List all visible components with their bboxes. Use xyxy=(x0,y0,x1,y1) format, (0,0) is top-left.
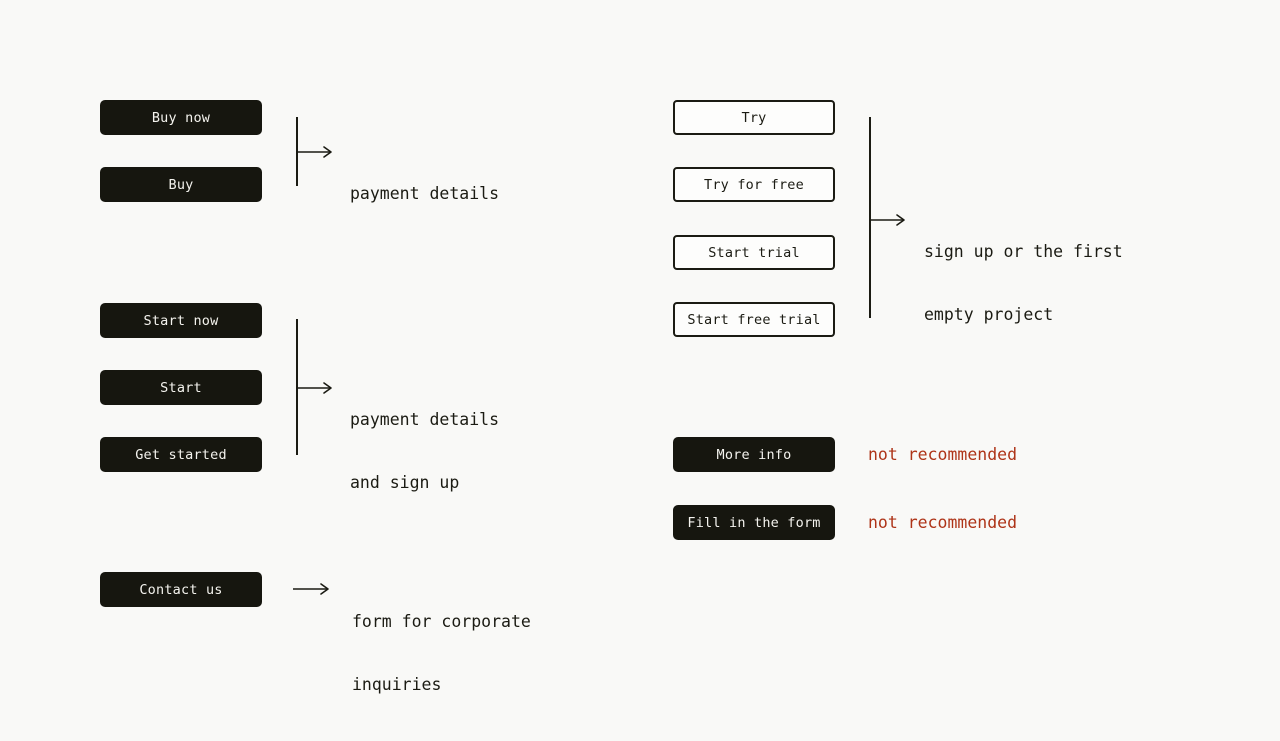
buy-button[interactable]: Buy xyxy=(100,167,262,202)
annotation-line: form for corporate xyxy=(352,612,531,631)
not-recommended-label: not recommended xyxy=(868,513,1018,532)
arrow-right-icon xyxy=(293,583,329,595)
annotation-payment-and-signup: payment details and sign up xyxy=(350,367,499,535)
fill-in-the-form-button[interactable]: Fill in the form xyxy=(673,505,835,540)
try-button[interactable]: Try xyxy=(673,100,835,135)
more-info-button[interactable]: More info xyxy=(673,437,835,472)
arrow-right-icon xyxy=(296,382,332,394)
buy-now-button[interactable]: Buy now xyxy=(100,100,262,135)
bracket-line xyxy=(296,319,298,455)
contact-us-button[interactable]: Contact us xyxy=(100,572,262,607)
start-button[interactable]: Start xyxy=(100,370,262,405)
start-now-button[interactable]: Start now xyxy=(100,303,262,338)
annotation-line: payment details xyxy=(350,410,500,429)
annotation-line: empty project xyxy=(924,305,1054,324)
bracket-line xyxy=(869,117,871,318)
annotation-payment-details: payment details xyxy=(350,141,499,246)
annotation-line: inquiries xyxy=(352,675,442,694)
get-started-button[interactable]: Get started xyxy=(100,437,262,472)
annotation-signup-or-project: sign up or the first empty project xyxy=(924,199,1123,367)
annotation-line: sign up or the first xyxy=(924,242,1123,261)
annotation-line: payment details xyxy=(350,184,500,203)
arrow-right-icon xyxy=(869,214,905,226)
start-free-trial-button[interactable]: Start free trial xyxy=(673,302,835,337)
annotation-line: and sign up xyxy=(350,473,460,492)
start-trial-button[interactable]: Start trial xyxy=(673,235,835,270)
arrow-right-icon xyxy=(296,146,332,158)
not-recommended-label: not recommended xyxy=(868,445,1018,464)
try-for-free-button[interactable]: Try for free xyxy=(673,167,835,202)
annotation-corporate-form: form for corporate inquiries xyxy=(352,569,531,737)
